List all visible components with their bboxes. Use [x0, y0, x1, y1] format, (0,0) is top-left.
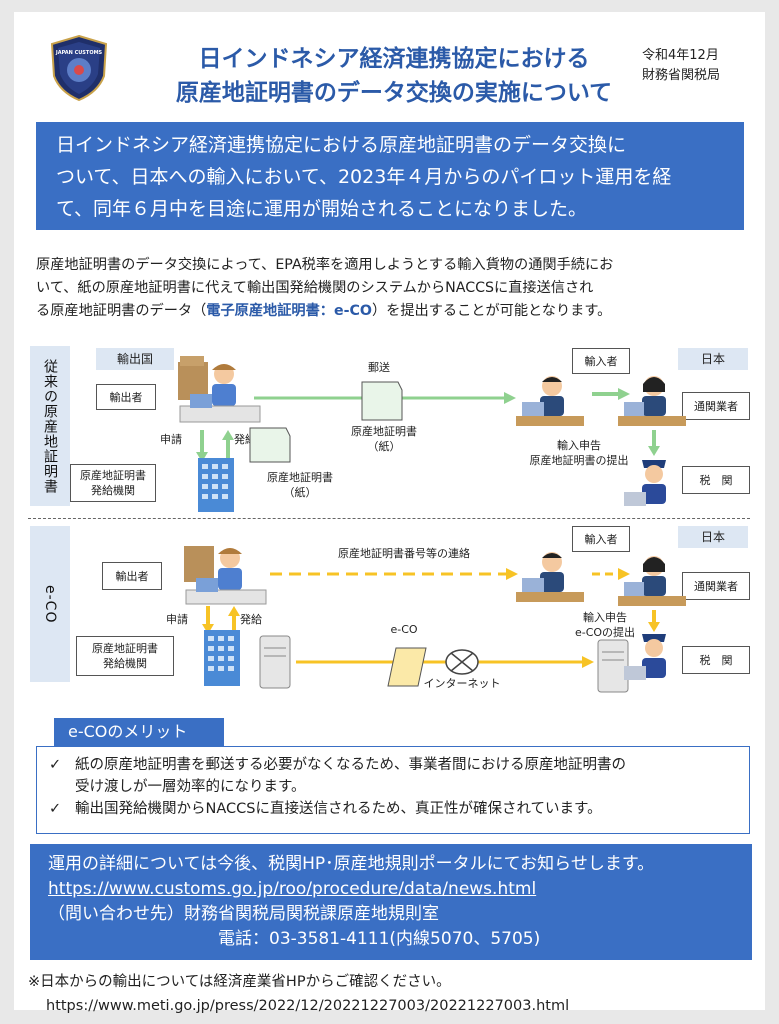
- date-block: 令和4年12月 財務省関税局: [642, 46, 720, 86]
- importer-box: 輸入者: [572, 348, 630, 374]
- footer-note: ※日本からの輸出については経済産業省HPからご確認ください。 https://w…: [28, 970, 758, 1018]
- intro-line: る原産地証明書のデータ（電子原産地証明書：e-CO）を提出することが可能となりま…: [36, 300, 748, 323]
- contact-line: （問い合わせ先）財務省関税局関税課原産地規則室: [48, 904, 439, 924]
- issuer-box-2: 原産地証明書 発給機関: [76, 636, 174, 676]
- japan-customs-logo: JAPAN CUSTOMS: [50, 34, 108, 102]
- check-icon: ✓: [49, 801, 62, 817]
- issuer-building-icon: [198, 458, 234, 512]
- check-icon: ✓: [49, 757, 62, 773]
- merit-text: 受け渡しが一層効率的になります。: [75, 779, 306, 795]
- merit-item-2: ✓ 輸出国発給機関からNACCSに直接送信されるため、真正性が確保されています。: [49, 798, 737, 820]
- merit-item-1: ✓ 紙の原産地証明書を郵送する必要がなくなるため、事業者間における原産地証明書の…: [49, 754, 737, 798]
- poster: JAPAN CUSTOMS 日インドネシア経済連携協定における 原産地証明書のデ…: [14, 12, 765, 1014]
- broker-figure-icon: [618, 376, 686, 426]
- broker-to-customs-arrowhead: [648, 446, 660, 456]
- merit-text: 輸出国発給機関からNACCSに直接送信されるため、真正性が確保されています。: [75, 801, 602, 817]
- eco-transmission-arrowhead: [582, 656, 594, 668]
- title-line-1: 日インドネシア経済連携協定における: [198, 46, 590, 72]
- section-divider: [28, 518, 750, 519]
- export-country-label: 輸出国: [96, 348, 174, 370]
- intro-text: 原産地証明書のデータ交換によって、EPA税率を適用しようとする輸入貨物の通関手続…: [36, 254, 748, 323]
- internet-label: インターネット: [423, 677, 501, 690]
- customs-box-2: 税 関: [682, 646, 750, 674]
- mail-flow-arrowhead: [504, 392, 516, 404]
- traditional-flow-diagram: [178, 356, 686, 512]
- merits-box: ✓ 紙の原産地証明書を郵送する必要がなくなるため、事業者間における原産地証明書の…: [36, 746, 750, 834]
- intro-line: いて、紙の原産地証明書に代えて輸出国発給機関のシステムからNACCSに直接送信さ…: [36, 280, 594, 296]
- customs-url-link[interactable]: https://www.customs.go.jp/roo/procedure/…: [48, 879, 537, 899]
- customs-officer-icon-2: [624, 634, 666, 680]
- contact-line: 運用の詳細については今後、税関HP･原産地規則ポータルにてお知らせします。: [48, 854, 655, 874]
- paper-document-icon-2: [249, 427, 291, 463]
- contact-phone: 電話：03-3581-4111(内線5070、5705): [218, 929, 541, 949]
- banner-line: ついて、日本への輸入において、2023年４月からのパイロット運用を経: [56, 166, 672, 188]
- japan-label-2: 日本: [678, 526, 748, 548]
- paper-document-icon: [361, 381, 403, 421]
- contact-box: 運用の詳細については今後、税関HP･原産地規則ポータルにてお知らせします。 ht…: [30, 844, 752, 960]
- logo-text: JAPAN CUSTOMS: [55, 50, 103, 56]
- issuer-box: 原産地証明書 発給機関: [70, 464, 156, 502]
- eco-label: e-CO: [390, 623, 418, 636]
- eco-term: 電子原産地証明書：e-CO: [206, 303, 372, 319]
- banner-line: て、同年６月中を目途に運用が開始されることになりました。: [56, 198, 588, 220]
- title-line-2: 原産地証明書のデータ交換の実施について: [175, 80, 613, 106]
- importer-box-2: 輸入者: [572, 526, 630, 552]
- importer-to-broker-arrowhead: [618, 388, 630, 400]
- issue-arrowhead: [222, 430, 234, 440]
- notice-dashed-arrowhead: [506, 568, 518, 580]
- broker-box: 通関業者: [682, 392, 750, 420]
- paper-doc-label: 原産地証明書 （紙）: [351, 425, 417, 453]
- exporter-figure-icon: [178, 356, 261, 423]
- issuer-server-icon: [259, 635, 291, 689]
- exporter-box: 輸出者: [96, 384, 156, 410]
- apply-label: 申請: [160, 433, 182, 446]
- issuer-building-icon-2: [204, 630, 240, 686]
- import-declare-label: 輸入申告 原産地証明書の提出: [529, 439, 629, 467]
- customs-box: 税 関: [682, 466, 750, 494]
- banner-line: 日インドネシア経済連携協定における原産地証明書のデータ交換に: [56, 134, 627, 156]
- traditional-side-label: 従来の原産地証明書: [30, 346, 70, 506]
- merits-heading: e-COのメリット: [54, 718, 224, 746]
- eco-document-icon: [387, 647, 427, 687]
- internet-icon: [445, 649, 479, 675]
- exporter-box-2: 輸出者: [102, 562, 162, 590]
- customs-officer-icon: [624, 460, 666, 506]
- merit-text: 紙の原産地証明書を郵送する必要がなくなるため、事業者間における原産地証明書の: [75, 757, 626, 773]
- eco-declare-label: 輸入申告 e-COの提出: [574, 611, 636, 639]
- eco-side-label: e-CO: [30, 526, 70, 682]
- importer-to-broker-dashed-arrowhead: [618, 568, 630, 580]
- paper-doc-label-2: 原産地証明書 （紙）: [267, 471, 333, 499]
- importer-figure-icon: [516, 376, 584, 426]
- date: 令和4年12月: [642, 48, 719, 63]
- issue-arrowhead-2: [228, 606, 240, 616]
- apply-arrowhead: [196, 452, 208, 462]
- footer-note-text: ※日本からの輸出については経済産業省HPからご確認ください。: [28, 974, 451, 990]
- naccs-server-icon: [597, 639, 629, 693]
- japan-label: 日本: [678, 348, 748, 370]
- exporter-figure-icon-2: [184, 546, 267, 605]
- meti-url[interactable]: https://www.meti.go.jp/press/2022/12/202…: [46, 998, 570, 1014]
- intro-line: 原産地証明書のデータ交換によって、EPA税率を適用しようとする輸入貨物の通関手続…: [36, 257, 614, 273]
- issuer: 財務省関税局: [642, 68, 721, 83]
- broker-box-2: 通関業者: [682, 572, 750, 600]
- notice-label: 原産地証明書番号等の連絡: [338, 547, 470, 560]
- announcement-banner: 日インドネシア経済連携協定における原産地証明書のデータ交換に ついて、日本への輸…: [36, 122, 744, 230]
- apply-arrowhead-2: [202, 624, 214, 634]
- broker-figure-icon-2: [618, 556, 686, 606]
- broker-to-customs-arrowhead-2: [648, 622, 660, 632]
- issue-label-2: 発給: [240, 613, 262, 626]
- apply-label-2: 申請: [166, 613, 188, 626]
- page-title: 日インドネシア経済連携協定における 原産地証明書のデータ交換の実施について: [134, 42, 654, 110]
- eco-flow-diagram: [184, 546, 686, 693]
- importer-figure-icon-2: [516, 552, 584, 602]
- intro-text-pre: る原産地証明書のデータ（: [36, 303, 207, 319]
- intro-text-post: ）を提出することが可能となります。: [371, 303, 612, 319]
- mail-label: 郵送: [368, 361, 390, 374]
